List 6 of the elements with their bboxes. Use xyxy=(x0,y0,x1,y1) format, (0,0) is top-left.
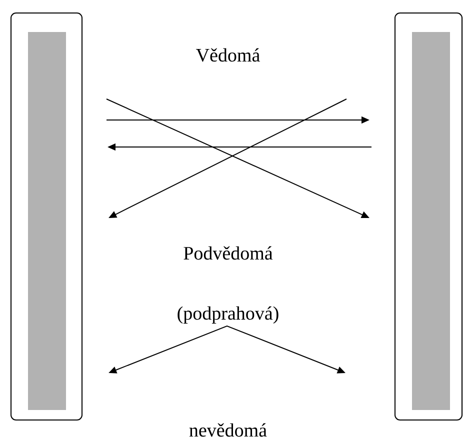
level-label: (podprahová) xyxy=(178,306,278,324)
level-label: nevědomá xyxy=(189,423,267,437)
level-label: Podvědomá xyxy=(184,246,273,260)
panel-box xyxy=(10,12,82,420)
panel-box xyxy=(394,12,462,420)
level-label: Vědomá xyxy=(196,48,260,62)
